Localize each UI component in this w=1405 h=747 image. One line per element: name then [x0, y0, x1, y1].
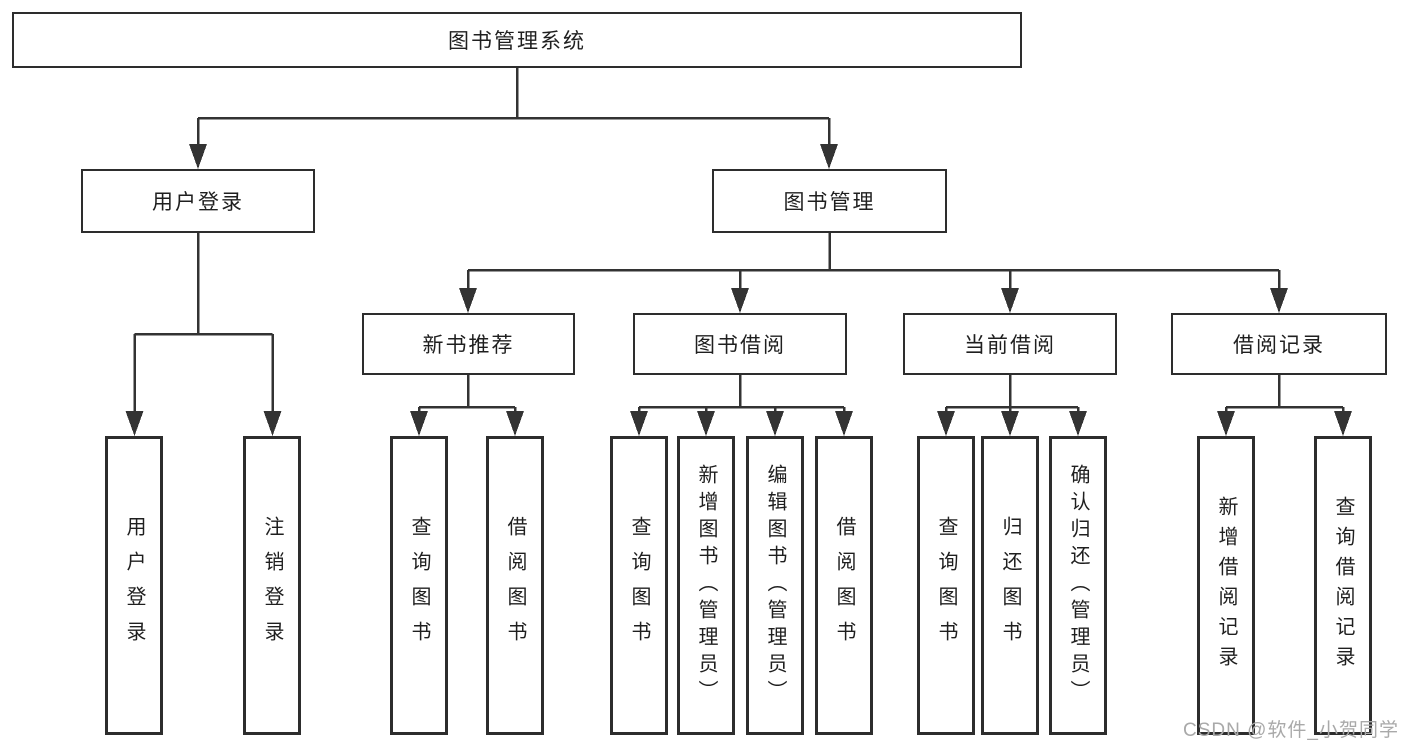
leaf-query-books-recommend: 查询图书 [390, 436, 448, 735]
leaf-return-books: 归还图书 [981, 436, 1039, 735]
node-label: 图书管理系统 [448, 30, 586, 53]
leaf-label: 借阅图书 [833, 515, 855, 656]
node-new-book-recommendation: 新书推荐 [362, 313, 575, 375]
leaf-label: 新增图书（管理员） [695, 464, 717, 707]
leaf-label: 用户登录 [123, 515, 145, 656]
leaf-confirm-return-admin: 确认归还（管理员） [1049, 436, 1107, 735]
node-book-management: 图书管理 [712, 169, 947, 233]
leaf-label: 确认归还（管理员） [1067, 464, 1089, 707]
node-label: 图书借阅 [694, 334, 786, 357]
csdn-watermark: CSDN @软件_小贺同学 [1183, 720, 1399, 741]
leaf-query-borrow-record: 查询借阅记录 [1314, 436, 1372, 735]
leaf-label: 查询图书 [408, 515, 430, 656]
node-label: 借阅记录 [1233, 334, 1325, 357]
leaf-edit-books-admin: 编辑图书（管理员） [746, 436, 804, 735]
leaf-add-books-admin: 新增图书（管理员） [677, 436, 735, 735]
node-user-login: 用户登录 [81, 169, 315, 233]
leaf-label: 编辑图书（管理员） [764, 464, 786, 707]
node-label: 新书推荐 [422, 334, 515, 357]
leaf-label: 查询图书 [935, 515, 957, 656]
leaf-query-books-borrowing: 查询图书 [610, 436, 668, 735]
leaf-borrow-books: 借阅图书 [815, 436, 873, 735]
node-borrowing-records: 借阅记录 [1171, 313, 1387, 375]
node-current-borrowing: 当前借阅 [903, 313, 1117, 375]
leaf-label: 查询图书 [628, 515, 650, 656]
leaf-label: 新增借阅记录 [1215, 495, 1237, 676]
leaf-query-books-current: 查询图书 [917, 436, 975, 735]
node-book-borrowing: 图书借阅 [633, 313, 847, 375]
leaf-label: 归还图书 [999, 515, 1021, 656]
node-label: 当前借阅 [964, 334, 1056, 357]
leaf-label: 借阅图书 [504, 515, 526, 656]
node-label: 用户登录 [152, 191, 244, 214]
leaf-label: 查询借阅记录 [1332, 495, 1354, 676]
leaf-label: 注销登录 [261, 515, 283, 656]
leaf-user-login: 用户登录 [105, 436, 163, 735]
leaf-borrow-books-recommend: 借阅图书 [486, 436, 544, 735]
node-library-management-system: 图书管理系统 [12, 12, 1022, 68]
leaf-logout: 注销登录 [243, 436, 301, 735]
leaf-add-borrow-record: 新增借阅记录 [1197, 436, 1255, 735]
node-label: 图书管理 [783, 191, 876, 214]
